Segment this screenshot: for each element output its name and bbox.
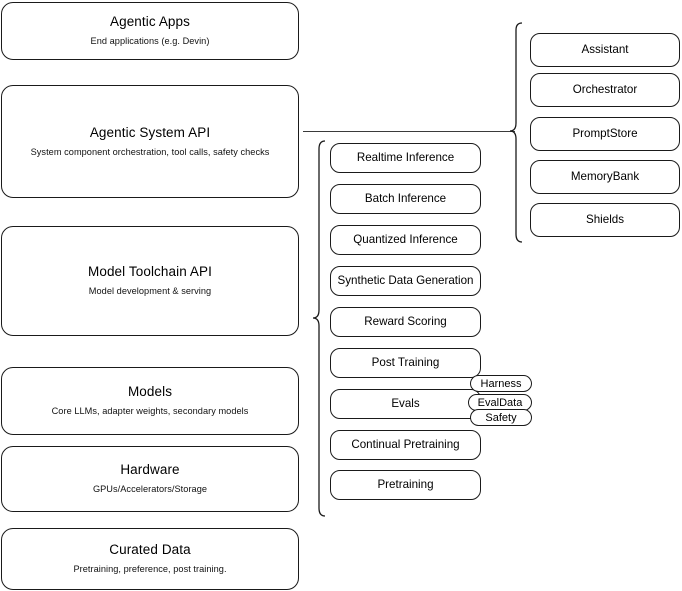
- component-label: PromptStore: [572, 126, 638, 140]
- capability-label: Reward Scoring: [364, 314, 447, 328]
- capability-label: Quantized Inference: [353, 232, 458, 246]
- component-label: MemoryBank: [570, 169, 640, 183]
- layer-subtitle: Model development & serving: [88, 286, 212, 297]
- capability-pretraining[interactable]: Pretraining: [330, 470, 481, 500]
- component-promptstore[interactable]: PromptStore: [530, 117, 680, 151]
- layer-curated-data[interactable]: Curated Data Pretraining, preference, po…: [1, 528, 299, 590]
- component-memorybank[interactable]: MemoryBank: [530, 160, 680, 194]
- capability-quantized-inference[interactable]: Quantized Inference: [330, 225, 481, 255]
- layer-title: Model Toolchain API: [88, 264, 212, 280]
- evals-subcomponent-label: Safety: [485, 411, 517, 424]
- component-shields[interactable]: Shields: [530, 203, 680, 237]
- connector-system-api-to-components: [303, 131, 515, 132]
- component-label: Shields: [585, 212, 625, 226]
- capability-continual-pretraining[interactable]: Continual Pretraining: [330, 430, 481, 460]
- capability-label: Realtime Inference: [356, 150, 455, 164]
- layer-agentic-system-api[interactable]: Agentic System API System component orch…: [1, 85, 299, 198]
- brace-system-components: [509, 22, 523, 243]
- capability-evals[interactable]: Evals: [330, 389, 481, 419]
- evals-subcomponent-label: Harness: [480, 377, 522, 390]
- evals-subcomponent-label: EvalData: [477, 396, 523, 409]
- component-label: Orchestrator: [572, 82, 638, 96]
- layer-title: Hardware: [120, 462, 180, 478]
- layer-hardware[interactable]: Hardware GPUs/Accelerators/Storage: [1, 446, 299, 512]
- layer-model-toolchain-api[interactable]: Model Toolchain API Model development & …: [1, 226, 299, 336]
- layer-subtitle: GPUs/Accelerators/Storage: [92, 484, 208, 495]
- brace-toolchain-capabilities: [312, 140, 326, 517]
- capability-label: Post Training: [371, 355, 440, 369]
- layer-title: Agentic Apps: [109, 14, 190, 30]
- layer-title: Agentic System API: [89, 124, 211, 140]
- layer-title: Curated Data: [109, 542, 191, 558]
- capability-label: Synthetic Data Generation: [337, 273, 474, 287]
- capability-label: Evals: [391, 396, 420, 410]
- layer-subtitle: Pretraining, preference, post training.: [73, 564, 227, 575]
- layer-subtitle: End applications (e.g. Devin): [90, 36, 210, 47]
- component-label: Assistant: [581, 42, 629, 56]
- evals-subcomponent-safety[interactable]: Safety: [470, 409, 532, 426]
- capability-realtime-inference[interactable]: Realtime Inference: [330, 143, 481, 173]
- evals-subcomponent-harness[interactable]: Harness: [470, 375, 532, 392]
- capability-reward-scoring[interactable]: Reward Scoring: [330, 307, 481, 337]
- layer-models[interactable]: Models Core LLMs, adapter weights, secon…: [1, 367, 299, 435]
- capability-label: Pretraining: [377, 477, 434, 491]
- layer-agentic-apps[interactable]: Agentic Apps End applications (e.g. Devi…: [1, 2, 299, 60]
- component-assistant[interactable]: Assistant: [530, 33, 680, 67]
- component-orchestrator[interactable]: Orchestrator: [530, 73, 680, 107]
- capability-label: Batch Inference: [364, 191, 447, 205]
- capability-synthetic-data-generation[interactable]: Synthetic Data Generation: [330, 266, 481, 296]
- capability-post-training[interactable]: Post Training: [330, 348, 481, 378]
- capability-batch-inference[interactable]: Batch Inference: [330, 184, 481, 214]
- layer-subtitle: System component orchestration, tool cal…: [30, 146, 270, 157]
- capability-label: Continual Pretraining: [351, 437, 460, 451]
- layer-title: Models: [127, 384, 173, 400]
- layer-subtitle: Core LLMs, adapter weights, secondary mo…: [51, 406, 249, 417]
